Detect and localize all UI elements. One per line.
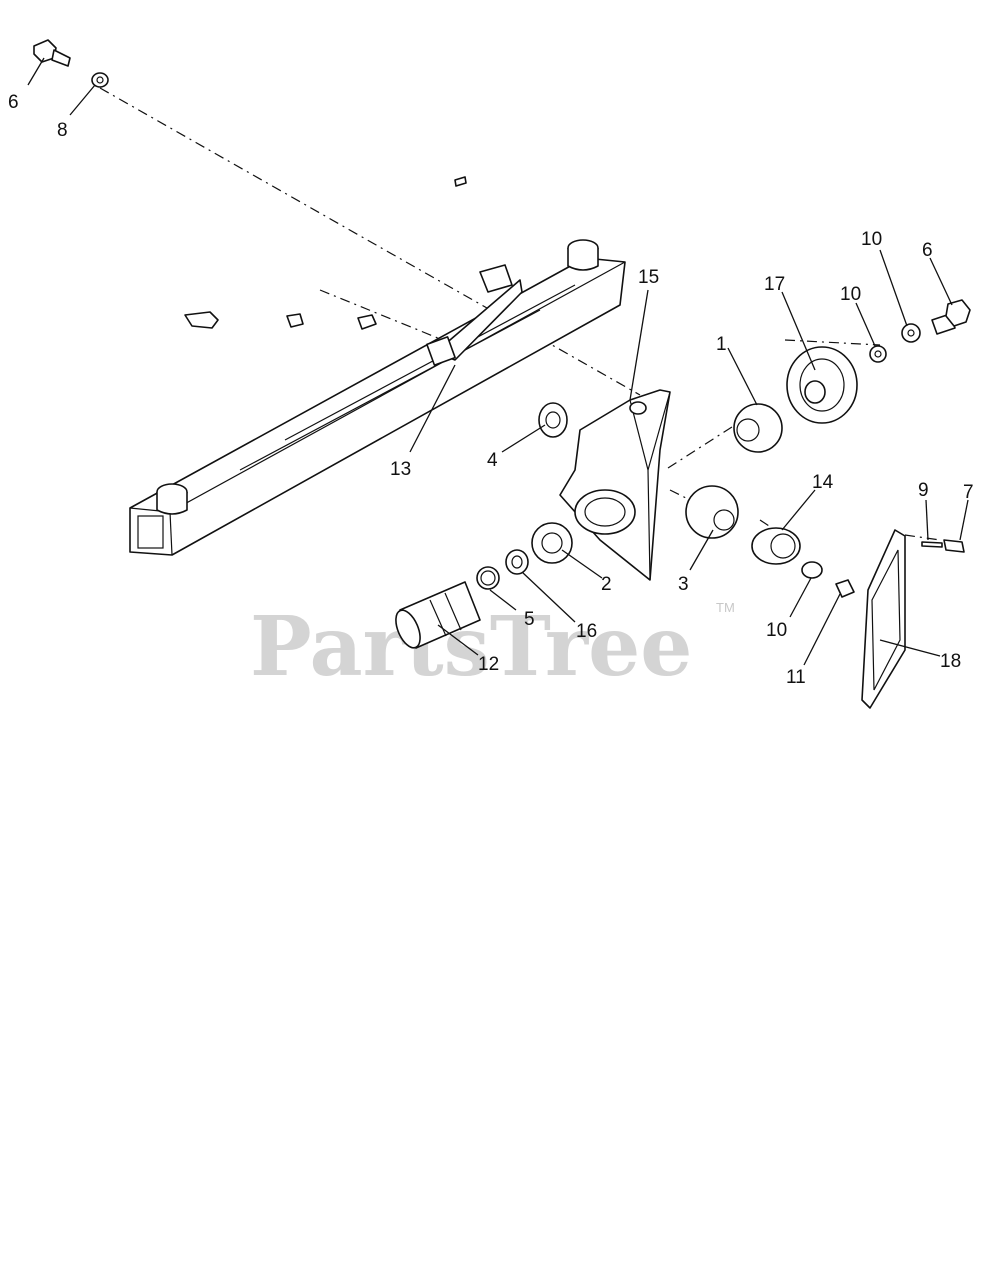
- callout-5: 5: [524, 609, 535, 630]
- callout-10-c: 10: [766, 620, 787, 641]
- bolt-part-7[interactable]: [943, 539, 965, 553]
- bushing-part-1[interactable]: [733, 403, 783, 453]
- callout-2: 2: [601, 574, 612, 595]
- callout-14: 14: [812, 472, 834, 493]
- alignment-line-upper: [319, 289, 456, 346]
- washer-part-2[interactable]: [531, 522, 573, 564]
- callout-15: 15: [638, 267, 659, 288]
- callout-7: 7: [963, 482, 974, 503]
- bolt-part-6-right[interactable]: [931, 299, 971, 335]
- flange-part-17[interactable]: [786, 346, 858, 424]
- snap-ring-part-5[interactable]: [476, 566, 500, 590]
- washer-part-10-c[interactable]: [801, 561, 823, 579]
- callout-9: 9: [918, 480, 929, 501]
- washer-part-8[interactable]: [91, 72, 109, 88]
- callout-labels: 6 8 15 1 17 10 10 6 13 4 14 9 7 3 2 5 16…: [8, 92, 974, 688]
- callout-1: 1: [716, 334, 727, 355]
- callout-11: 11: [786, 667, 806, 688]
- small-hardware-pieces: [184, 176, 467, 330]
- callout-13: 13: [390, 459, 411, 480]
- callout-17: 17: [764, 274, 785, 295]
- cap-part-14[interactable]: [751, 527, 801, 565]
- washer-part-10-b[interactable]: [901, 323, 921, 343]
- leader-lines: [27, 57, 969, 666]
- bolt-part-6-top[interactable]: [33, 39, 71, 67]
- callout-10-b: 10: [861, 229, 882, 250]
- axle-tube[interactable]: [129, 239, 626, 556]
- alignment-line-right: [667, 339, 941, 541]
- callout-4: 4: [487, 450, 498, 471]
- gear-housing-part-15[interactable]: [559, 389, 671, 581]
- nut-part-11[interactable]: [835, 579, 855, 598]
- plate-part-18[interactable]: [861, 529, 906, 709]
- pin-part-9[interactable]: [921, 541, 943, 548]
- splined-shaft-part-12[interactable]: [391, 581, 481, 651]
- washer-part-10-a[interactable]: [869, 345, 887, 363]
- watermark-trademark: TM: [716, 600, 735, 615]
- splined-shaft-part-13[interactable]: [426, 264, 523, 366]
- callout-3: 3: [678, 574, 689, 595]
- callout-8: 8: [57, 120, 68, 141]
- ring-part-16[interactable]: [505, 549, 529, 575]
- callout-10-a: 10: [840, 284, 861, 305]
- callout-12: 12: [478, 654, 499, 675]
- callout-6-top: 6: [8, 92, 19, 113]
- alignment-line-main: [99, 87, 641, 396]
- callout-16: 16: [576, 621, 597, 642]
- callout-18: 18: [940, 651, 961, 672]
- callout-6-right: 6: [922, 240, 933, 261]
- washer-part-4[interactable]: [538, 402, 568, 438]
- bushing-part-3[interactable]: [685, 485, 739, 539]
